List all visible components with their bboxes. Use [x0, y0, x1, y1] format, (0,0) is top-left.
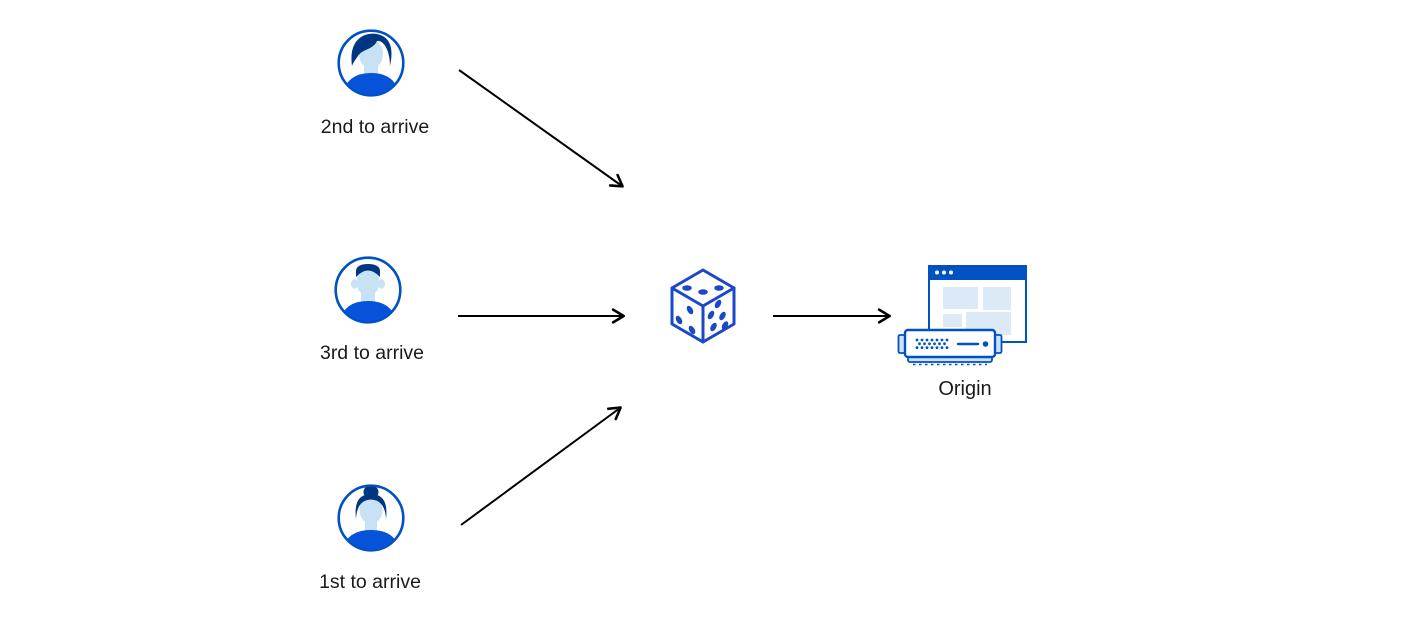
user-avatar-man-swept-hair-icon — [337, 29, 405, 97]
user-avatar-woman-bun-icon — [337, 484, 405, 552]
label-user-2nd: 2nd to arrive — [320, 116, 430, 138]
dice-icon — [670, 268, 736, 344]
node-origin — [897, 261, 1029, 372]
node-user-2nd — [336, 28, 406, 103]
label-user-1st: 1st to arrive — [319, 571, 421, 593]
node-user-1st — [336, 483, 406, 558]
label-origin: Origin — [938, 378, 992, 400]
server-dot-grid — [915, 338, 949, 349]
origin-server-browser-icon — [897, 265, 1027, 366]
label-user-3rd: 3rd to arrive — [319, 342, 425, 364]
arrow-user2-to-dice — [458, 69, 624, 188]
node-dice — [668, 266, 738, 351]
user-avatar-man-flat-top-icon — [334, 256, 402, 324]
node-user-3rd — [333, 255, 403, 330]
arrow-user1-to-dice — [460, 406, 622, 526]
